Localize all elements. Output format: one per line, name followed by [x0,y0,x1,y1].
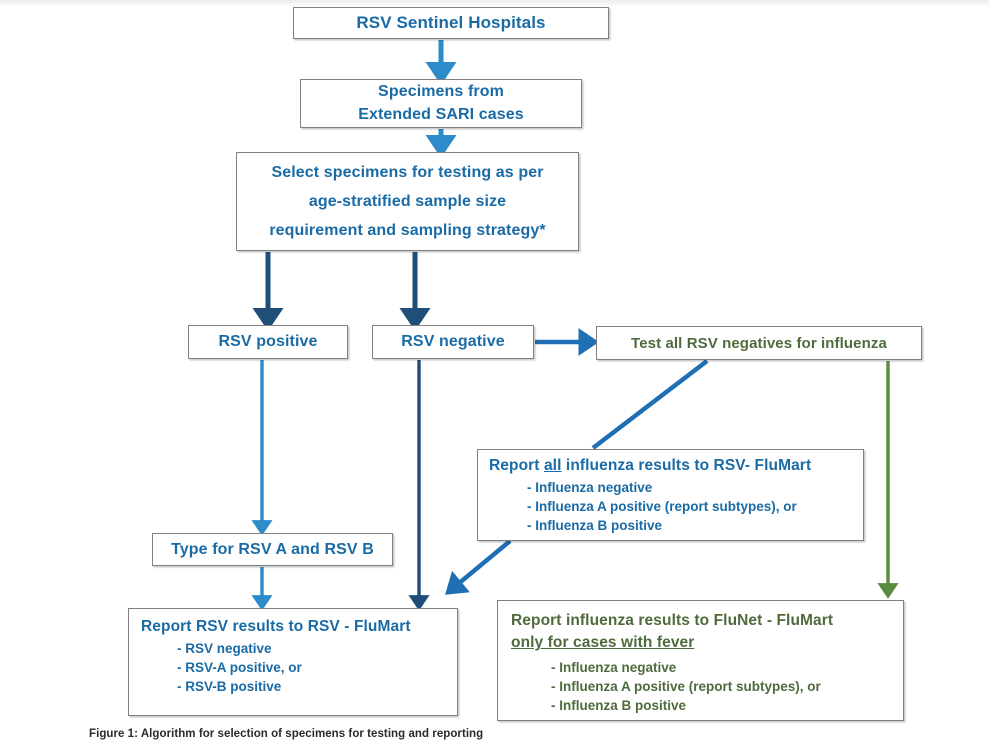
page-top-band [0,0,989,7]
connector-test-all-to-report-all [591,359,709,450]
list-item: - Influenza A positive (report subtypes)… [527,499,797,515]
node-title: Report RSV results to RSV - FluMart [141,618,411,635]
node-title: Select specimens for testing as per age-… [237,158,578,246]
node-rsv-positive[interactable]: RSV positive [188,325,348,359]
node-title: Type for RSV A and RSV B [171,540,374,558]
node-rsv-negative[interactable]: RSV negative [372,325,534,359]
node-specimens-from-extended-sari-cases[interactable]: Specimens from Extended SARI cases [300,79,582,128]
node-type-for-rsv-a-and-rsv-b[interactable]: Type for RSV A and RSV B [152,533,393,566]
node-title-line-2-underlined: only for cases with fever [511,634,695,652]
node-title: Test all RSV negatives for influenza [631,334,887,352]
node-title-line-2: age-stratified sample size [308,192,507,210]
node-title-suffix: influenza results to RSV- FluMart [561,457,812,474]
node-report-all-influenza-results-to-rsv-flumart[interactable]: Report all influenza results to RSV- Flu… [477,449,864,541]
node-title-prefix: Report [489,457,544,474]
list-item: - Influenza B positive [527,518,663,534]
list-item: - Influenza negative [527,480,653,495]
figure-caption: Figure 1: Algorithm for selection of spe… [89,728,484,740]
node-rsv-sentinel-hospitals[interactable]: RSV Sentinel Hospitals [293,7,609,39]
node-select-specimens-for-testing[interactable]: Select specimens for testing as per age-… [236,152,579,251]
node-title: RSV positive [218,333,318,350]
node-title-line-1: Report influenza results to FluNet - Flu… [511,612,834,629]
node-title: Specimens from Extended SARI cases [301,81,581,126]
node-title-line-1: Select specimens for testing as per [271,163,544,181]
node-title-line-1: Specimens from [378,82,504,100]
node-title-line-2: Extended SARI cases [358,105,524,123]
node-title-underlined: all [543,457,562,474]
node-bullet-list: - Influenza negative - Influenza A posit… [489,478,863,535]
node-report-influenza-results-to-flunet-flumart[interactable]: Report influenza results to FluNet - Flu… [497,600,904,721]
node-title: Report influenza results to FluNet - Flu… [511,610,903,655]
list-item: - RSV-B positive [177,679,282,695]
node-title: Report all influenza results to RSV- Flu… [489,457,863,475]
list-item: - RSV negative [177,641,272,656]
list-item: - Influenza B positive [551,697,687,713]
node-bullet-list: - RSV negative - RSV-A positive, or - RS… [141,639,457,696]
node-test-all-rsv-negatives-for-influenza[interactable]: Test all RSV negatives for influenza [596,326,922,360]
list-item: - Influenza negative [551,659,677,675]
node-report-rsv-results-to-rsv-flumart[interactable]: Report RSV results to RSV - FluMart - RS… [128,608,458,716]
connector-report-all-to-report-rsv [445,539,512,595]
node-title: RSV Sentinel Hospitals [356,13,546,32]
node-title: RSV negative [401,333,505,350]
node-title-line-3: requirement and sampling strategy* [269,222,546,240]
list-item: - Influenza A positive (report subtypes)… [551,678,821,694]
list-item: - RSV-A positive, or [177,660,302,676]
node-bullet-list: - Influenza negative - Influenza A posit… [511,658,903,715]
